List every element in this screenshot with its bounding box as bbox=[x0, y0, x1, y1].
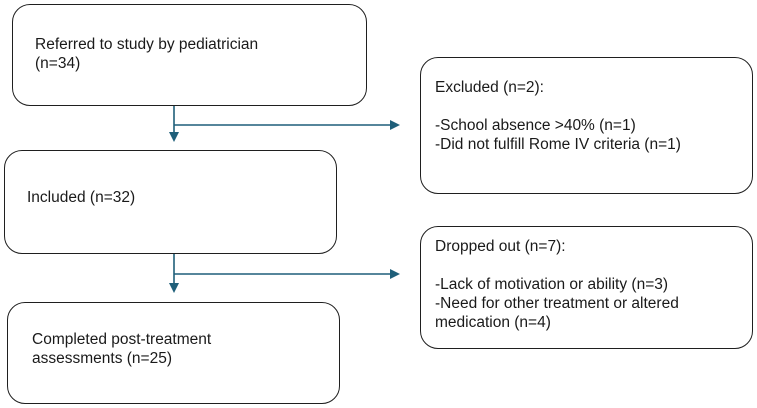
excluded-line-2: -Did not fulfill Rome IV criteria (n=1) bbox=[435, 136, 681, 153]
completed-line-1: Completed post-treatment bbox=[32, 331, 212, 348]
referred-line-2: (n=34) bbox=[35, 55, 81, 72]
included-line-1: Included (n=32) bbox=[27, 189, 136, 206]
dropped-line-1: -Lack of motivation or ability (n=3) bbox=[435, 276, 669, 293]
dropped-title: Dropped out (n=7): bbox=[435, 238, 566, 255]
excluded-box: Excluded (n=2): -School absence >40% (n=… bbox=[420, 57, 753, 194]
completed-line-2: assessments (n=25) bbox=[32, 350, 172, 367]
excluded-title: Excluded (n=2): bbox=[435, 79, 544, 96]
included-box: Included (n=32) bbox=[4, 150, 337, 254]
dropped-line-3: medication (n=4) bbox=[435, 314, 551, 331]
referred-line-1: Referred to study by pediatrician bbox=[35, 36, 259, 53]
excluded-line-1: -School absence >40% (n=1) bbox=[435, 117, 636, 134]
dropped-box: Dropped out (n=7): -Lack of motivation o… bbox=[420, 226, 753, 349]
completed-box: Completed post-treatment assessments (n=… bbox=[7, 302, 340, 404]
referred-box: Referred to study by pediatrician (n=34) bbox=[12, 4, 367, 106]
dropped-line-2: -Need for other treatment or altered bbox=[435, 295, 679, 312]
